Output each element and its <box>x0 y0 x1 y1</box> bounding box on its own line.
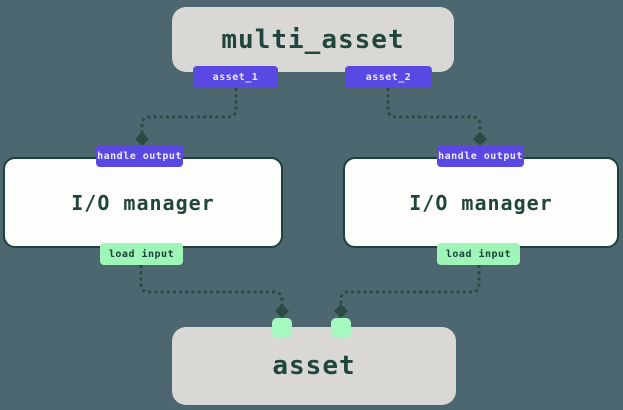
arrow-asset2-to-right-io <box>386 88 482 134</box>
io-manager-left-node: I/O manager <box>3 157 283 248</box>
arrowhead-asset-port-right <box>334 304 348 318</box>
io-manager-right-node: I/O manager <box>343 157 619 248</box>
asset-1-output-badge: asset_1 <box>193 66 278 88</box>
arrow-left-io-to-asset <box>139 265 284 306</box>
asset-input-port-right <box>331 318 351 338</box>
asset-2-output-label: asset_2 <box>365 71 412 83</box>
arrowhead-left-io <box>135 132 149 146</box>
load-input-badge-left: load input <box>100 243 183 265</box>
handle-output-label-right: handle output <box>438 150 523 162</box>
handle-output-badge-left: handle output <box>96 145 183 167</box>
load-input-label-right: load input <box>445 248 512 260</box>
asset-node: asset <box>172 327 456 405</box>
load-input-label-left: load input <box>108 248 175 260</box>
asset-label: asset <box>272 351 356 381</box>
handle-output-badge-right: handle output <box>437 145 524 167</box>
asset-input-port-left <box>272 318 292 338</box>
asset-2-output-badge: asset_2 <box>345 66 432 88</box>
arrowhead-right-io <box>473 132 487 146</box>
handle-output-label-left: handle output <box>97 150 182 162</box>
io-manager-left-label: I/O manager <box>71 190 215 215</box>
arrow-right-io-to-asset <box>339 265 481 306</box>
arrowhead-asset-port-left <box>275 304 289 318</box>
io-manager-right-label: I/O manager <box>409 190 553 215</box>
asset-1-output-label: asset_1 <box>212 71 259 83</box>
multi-asset-node: multi_asset <box>172 7 454 72</box>
load-input-badge-right: load input <box>437 243 520 265</box>
multi-asset-label: multi_asset <box>221 24 405 55</box>
arrow-asset1-to-left-io <box>140 88 238 134</box>
